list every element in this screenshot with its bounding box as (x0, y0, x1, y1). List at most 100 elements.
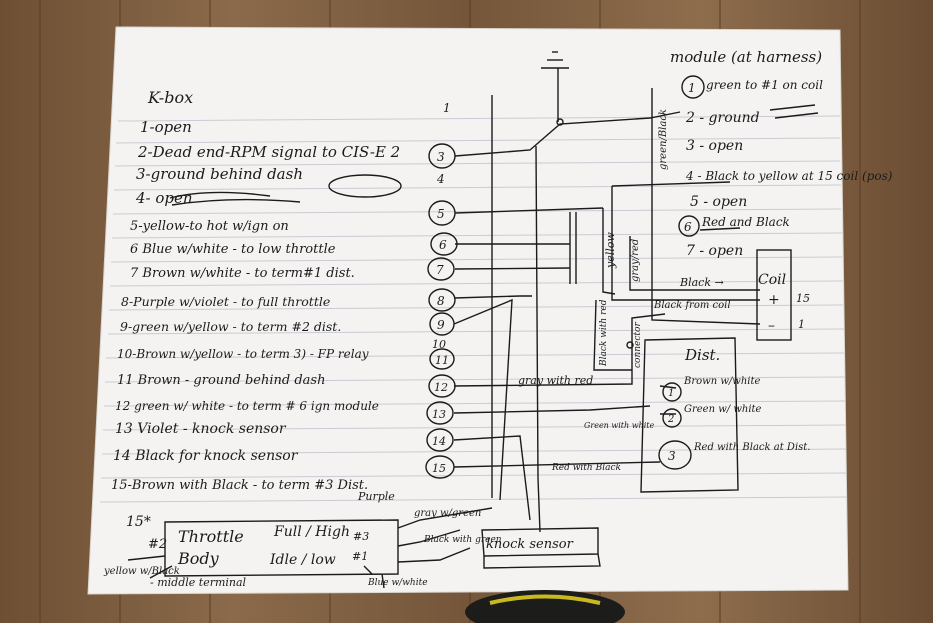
wire-label-green-with-white: Green with white (584, 421, 654, 430)
module-title: module (at harness) (670, 48, 822, 66)
kbox-row: 3-ground behind dash (136, 165, 303, 183)
coil-sign-plus: + (768, 292, 780, 308)
wire-label-blue-w-white: Blue w/white (367, 578, 428, 588)
dist-block: Dist. 1 Brown w/white 2 Green w/ white 3… (640, 337, 810, 493)
module-circle (678, 215, 700, 237)
dist-box (640, 337, 739, 493)
wire-label-gray-with-red: gray with red (518, 374, 593, 387)
module-item: 4 - Black to yellow at 15 coil (pos) (685, 169, 893, 183)
kbox-title: K-box (147, 88, 193, 107)
throttle-label-2: Body (177, 549, 220, 568)
pin-label: 8 (437, 294, 445, 308)
kbox-row: 13 Violet - knock sensor (115, 421, 287, 437)
module-item: 7 - open (686, 243, 743, 259)
kbox-row: 10-Brown w/yellow - to term 3) - FP rela… (117, 347, 369, 361)
wire-label-connector: connector (633, 322, 643, 368)
pin-label: 14 (432, 435, 446, 448)
kbox-row: 15-Brown with Black - to term #3 Dist. (111, 478, 368, 493)
wire-label-middle-terminal: - middle terminal (150, 576, 247, 589)
scribble-out (769, 104, 819, 119)
coil-wire-label: Black from coil (653, 300, 731, 311)
knock-label: knock sensor (486, 537, 574, 552)
ground-symbol (541, 51, 569, 126)
wire-label-red-with-black: Red with Black (551, 463, 621, 473)
kbox-list: 1-open 2-Dead end-RPM signal to CIS-E 2 … (111, 118, 400, 493)
wire-label-purple: Purple (357, 490, 395, 503)
dist-circle (662, 408, 682, 428)
pin-circle (428, 288, 456, 312)
kbox-row: 7 Brown w/white - to term#1 dist. (130, 266, 355, 281)
wire-label-black-with-red: Black with red (599, 299, 609, 367)
pin-label: 13 (432, 408, 446, 421)
strap-object (465, 590, 625, 623)
kbox-col-10: 10 (432, 338, 446, 351)
knock-sensor-block: knock sensor (481, 527, 601, 569)
throttle-full: Full / High (273, 524, 350, 540)
kbox-col-4: 4 (436, 172, 445, 186)
coil-wire-label: Black → (679, 276, 724, 289)
coil-block: Coil + – 15 1 Black → Black from coil (653, 249, 810, 341)
wire-label-yellow-w-black: yellow w/Black (103, 566, 180, 577)
coil-terminal-1: 1 (798, 318, 805, 331)
module-item: Red and Black (701, 215, 790, 229)
wiring-lines (453, 88, 761, 533)
kbox-row: 4- open (135, 189, 193, 207)
coil-title: Coil (758, 272, 786, 288)
wire-label-yellow: yellow (604, 232, 617, 269)
kbox-row: 2-Dead end-RPM signal to CIS-E 2 (137, 143, 400, 161)
module-circle-label: 6 (684, 220, 692, 234)
module-block: module (at harness) 1 green to #1 on coi… (670, 48, 893, 259)
coil-sign-minus: – (768, 318, 775, 334)
kbox-col-1: 1 (443, 101, 451, 115)
dist-label: Brown w/white (683, 376, 760, 387)
wire-label-gray-red: gray/red (630, 239, 641, 282)
coil-box (756, 249, 792, 341)
pin-label: 11 (435, 354, 449, 367)
throttle-body-block: 15* #2 Throttle Body Full / High Idle / … (126, 507, 493, 589)
throttle-pin-1: #1 (352, 550, 368, 563)
module-circle-label: 1 (688, 81, 696, 95)
open-oval (328, 174, 402, 198)
dist-title: Dist. (684, 346, 720, 364)
pin-label: 3 (437, 150, 445, 164)
kbox-row: 5-yellow-to hot w/ign on (130, 219, 289, 234)
pin-label: 9 (437, 318, 445, 332)
pin-label: 15 (432, 462, 446, 475)
throttle-idle: Idle / low (269, 552, 336, 568)
module-item: 5 - open (690, 194, 747, 210)
paper-sheet (87, 26, 849, 595)
pin-label: 6 (439, 238, 447, 252)
notebook-rules (99, 115, 848, 503)
pin-circle (427, 257, 455, 281)
pin-label: 5 (437, 207, 445, 221)
kbox-row: 8-Purple w/violet - to full throttle (121, 294, 330, 309)
dist-num: 3 (668, 449, 676, 463)
module-item: 3 - open (686, 138, 743, 154)
throttle-box (164, 519, 399, 577)
throttle-label-1: Throttle (178, 527, 244, 546)
kbox-col-15star: 15* (126, 514, 151, 530)
throttle-pin-3: #3 (353, 530, 369, 543)
pin-circle (429, 348, 455, 370)
dist-circle (658, 440, 692, 470)
dist-circle (662, 382, 682, 402)
dist-num: 2 (667, 414, 674, 425)
kbox-pin-circles: 3 5 6 7 8 9 11 12 13 14 15 (425, 143, 458, 479)
module-circle (681, 75, 705, 99)
kbox-row: 6 Blue w/white - to low throttle (130, 242, 336, 257)
throttle-num: #2 (148, 537, 167, 552)
kbox-row: 11 Brown - ground behind dash (117, 373, 325, 388)
scribble-out (169, 191, 301, 206)
wire-labels: green/Black yellow gray/red Black with r… (103, 109, 669, 589)
module-item: green to #1 on coil (706, 78, 823, 92)
pin-circle (426, 428, 454, 452)
wire-label-gray-w-green: gray w/green (414, 508, 481, 519)
pin-circle (426, 401, 454, 425)
module-item: 2 - ground (685, 110, 760, 126)
dist-label: Green w/ white (684, 404, 762, 415)
kbox-row: 1-open (140, 118, 192, 136)
dist-num: 1 (668, 388, 674, 399)
dist-label: Red with Black at Dist. (693, 442, 810, 453)
